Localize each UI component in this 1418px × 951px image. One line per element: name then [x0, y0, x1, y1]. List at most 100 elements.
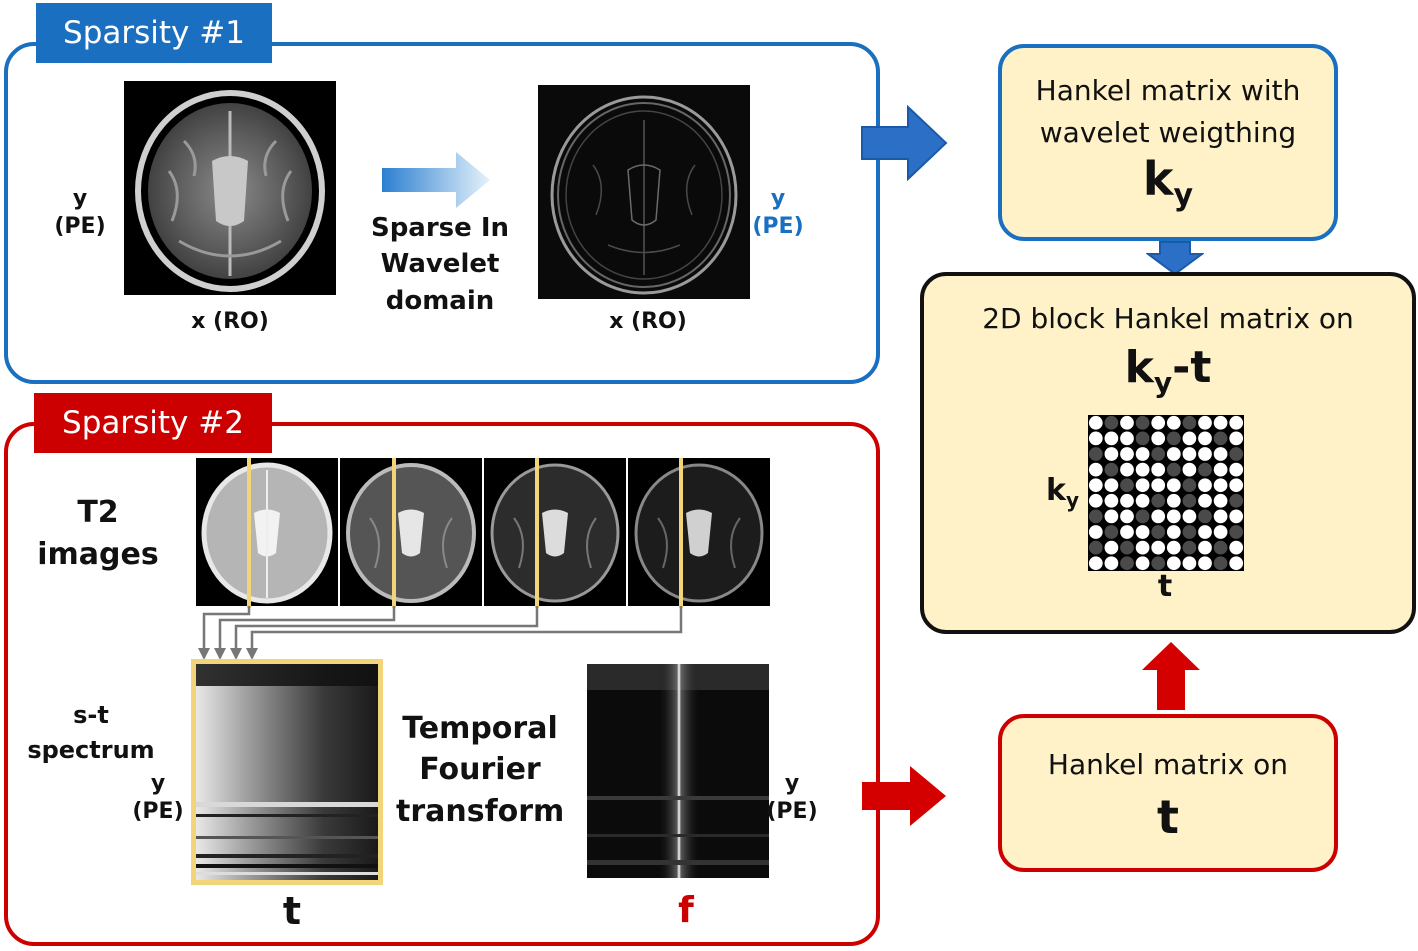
grid-dot: [1166, 540, 1181, 555]
grid-dot: [1229, 540, 1244, 555]
grid-dot: [1151, 540, 1166, 555]
grid-ky-sub: y: [1065, 488, 1079, 512]
grid-dot: [1104, 525, 1119, 539]
grid-dot: [1088, 431, 1103, 446]
kyt-symbol-sub: y: [1153, 365, 1173, 399]
t2-label-line2: images: [37, 537, 159, 572]
grid-dot: [1120, 431, 1134, 446]
axis-y2-pe: (PE): [752, 213, 804, 239]
grid-dot: [1229, 493, 1244, 508]
ky-symbol-main: k: [1142, 152, 1174, 206]
brain-image-wavelet: [538, 85, 750, 299]
grid-dot: [1198, 431, 1212, 446]
grid-dot: [1151, 509, 1166, 524]
grid-dot: [1229, 447, 1244, 461]
t2-line-marker-4: [679, 458, 683, 608]
kyt-symbol: ky-t: [924, 342, 1412, 399]
grid-t-label: t: [1157, 569, 1173, 604]
axis-x2-label: x (RO): [609, 309, 687, 334]
fourier-caption: Temporal Fourier transform: [396, 708, 564, 832]
grid-dot: [1166, 493, 1181, 508]
hankel-wavelet-box: Hankel matrix with wavelet weigthing ky: [998, 44, 1338, 241]
t2-line-marker-1: [247, 458, 251, 608]
grid-dot: [1213, 478, 1228, 493]
t2-label-line1: T2: [77, 495, 119, 530]
red-arrow-right: [862, 766, 946, 826]
grid-dot: [1088, 462, 1103, 477]
grid-dot: [1198, 556, 1212, 571]
grid-dot: [1166, 525, 1181, 539]
grid-dot: [1213, 431, 1228, 446]
grid-dot: [1104, 478, 1119, 493]
t2-image-2: [340, 458, 482, 606]
grid-dot: [1151, 525, 1166, 539]
grid-dot: [1135, 447, 1150, 461]
kyt-symbol-tail: -t: [1172, 342, 1212, 393]
grid-dot: [1166, 556, 1181, 571]
grid-dot: [1120, 478, 1134, 493]
grid-dot: [1198, 540, 1212, 555]
grid-dot: [1120, 447, 1134, 461]
grid-dot: [1088, 525, 1103, 539]
red-arrow-up: [1142, 642, 1200, 710]
st-axis-y-pe: (PE): [132, 798, 184, 824]
axis-y-label: y (PE): [50, 185, 110, 240]
grid-dot: [1135, 556, 1150, 571]
grid-dot: [1135, 431, 1150, 446]
f-axis-y-pe: (PE): [766, 798, 818, 824]
grid-dot: [1104, 493, 1119, 508]
grid-dot: [1120, 493, 1134, 508]
grid-dot: [1229, 462, 1244, 477]
grid-dot: [1182, 447, 1197, 461]
grid-dot: [1182, 478, 1197, 493]
grid-dot: [1120, 556, 1134, 571]
grid-dot: [1182, 462, 1197, 477]
grid-dot: [1213, 556, 1228, 571]
grid-dot: [1213, 447, 1228, 461]
grid-ky-label: ky: [1046, 472, 1079, 513]
st-axis-y-label: y (PE): [128, 770, 188, 825]
grid-dot: [1166, 462, 1181, 477]
grid-dot: [1135, 415, 1150, 430]
grid-dot: [1229, 556, 1244, 571]
grid-dot: [1182, 431, 1197, 446]
axis-y2-label: y (PE): [748, 185, 808, 240]
hankel-t-symbol: t: [1157, 790, 1179, 844]
grid-dot: [1229, 509, 1244, 524]
ky-symbol: ky: [1002, 152, 1334, 213]
grid-dot: [1120, 540, 1134, 555]
grid-dot: [1120, 509, 1134, 524]
hankel-wavelet-line2: wavelet weigthing: [1039, 116, 1297, 149]
grid-dot: [1104, 462, 1119, 477]
grid-dot: [1088, 509, 1103, 524]
grid-dot: [1151, 493, 1166, 508]
grid-dot: [1166, 509, 1181, 524]
grid-dot: [1104, 431, 1119, 446]
axis-y-letter: y: [72, 186, 88, 211]
grid-dot: [1198, 478, 1212, 493]
grid-dot: [1229, 415, 1244, 430]
grid-dot: [1198, 509, 1212, 524]
sparsity1-tab: Sparsity #1: [36, 3, 272, 63]
grid-dot: [1088, 415, 1103, 430]
fourier-line1: Temporal: [402, 711, 558, 746]
grid-dot: [1104, 556, 1119, 571]
grid-dot: [1198, 415, 1212, 430]
wavelet-caption: Sparse In Wavelet domain: [362, 210, 518, 319]
grid-dot: [1182, 556, 1197, 571]
grid-dot: [1135, 478, 1150, 493]
grid-dot: [1151, 447, 1166, 461]
f-spectrum-image: [587, 664, 769, 878]
grid-dot: [1182, 415, 1197, 430]
blue-arrow-right: [861, 105, 948, 181]
grid-dot: [1151, 462, 1166, 477]
hankel-t-line1: Hankel matrix on: [1047, 748, 1289, 781]
blue-arrow-down: [1146, 241, 1204, 276]
grid-dot: [1229, 431, 1244, 446]
st-spectrum-image: [191, 659, 383, 885]
t2-label: T2 images: [30, 492, 166, 576]
hankel-dot-grid: [1088, 415, 1244, 571]
hankel-wavelet-line1: Hankel matrix with: [1035, 74, 1301, 107]
grid-dot: [1135, 509, 1150, 524]
grid-dot: [1088, 493, 1103, 508]
